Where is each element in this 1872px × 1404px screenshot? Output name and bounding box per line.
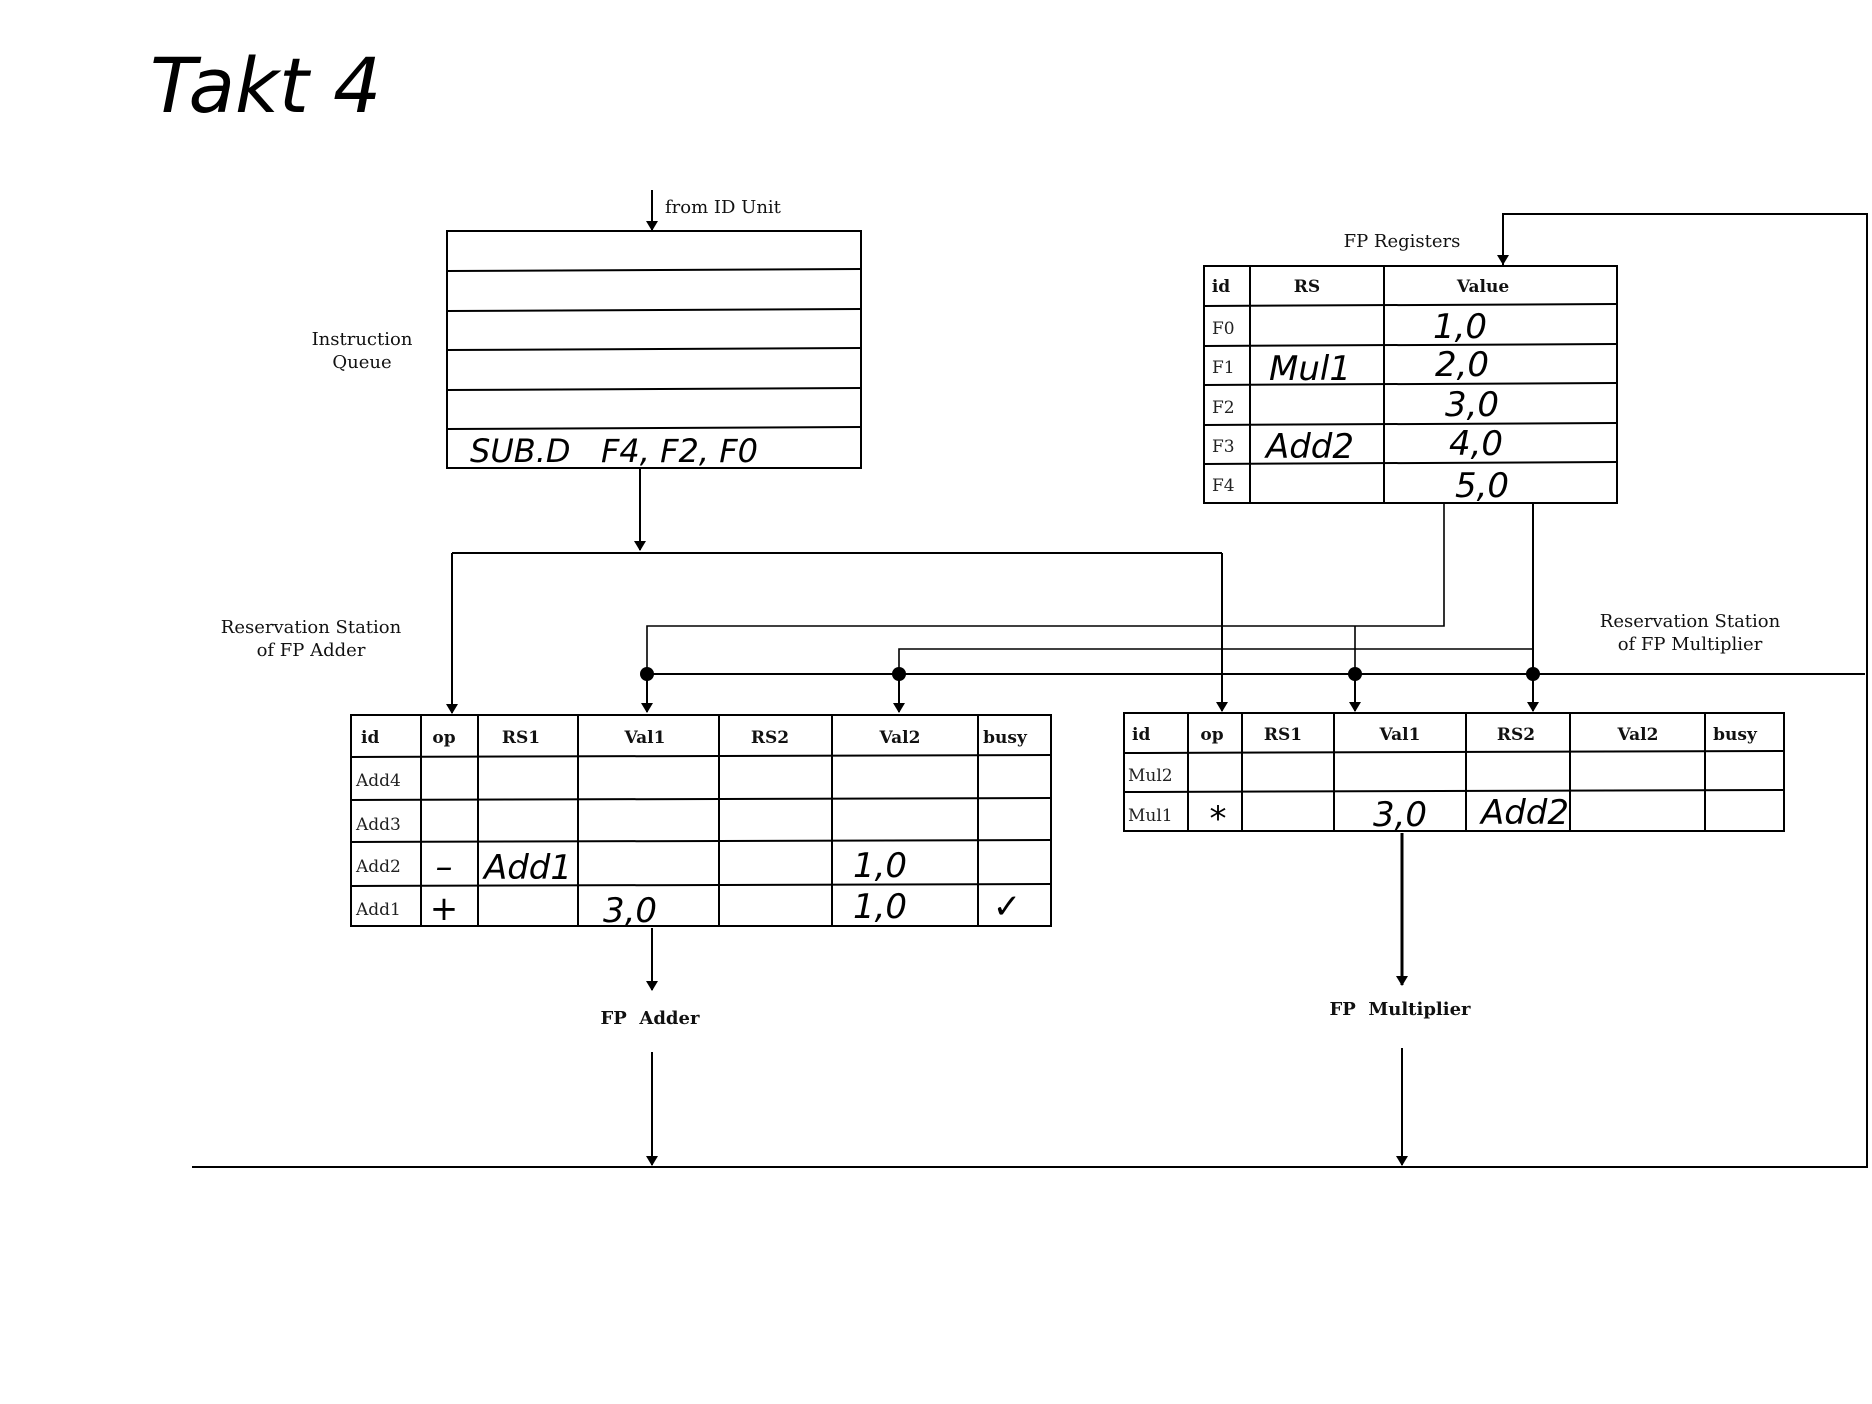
rs-adder-op: – — [436, 847, 453, 887]
rs-mult-val1: 3,0 — [1373, 795, 1427, 835]
rs-mult-header-id: id — [1132, 725, 1150, 745]
register-bus-1 — [646, 503, 1445, 674]
queue-label-line2: Queue — [332, 352, 391, 373]
fp-reg-header-id: id — [1212, 277, 1230, 297]
rs-mult-header-val2: Val2 — [1617, 725, 1659, 745]
rs-mult-label-line1: Reservation Station — [1600, 611, 1781, 632]
rs-adder-table — [350, 714, 1052, 927]
rs-mult-header-op: op — [1200, 725, 1223, 745]
rs-adder-header-val1: Val1 — [624, 728, 666, 748]
rs-multiplier: Reservation Station of FP Multiplier id … — [1123, 611, 1785, 839]
rs-adder-header-id: id — [361, 728, 379, 748]
fp-reg-id: F1 — [1212, 358, 1235, 378]
fp-reg-id: F2 — [1212, 398, 1235, 418]
rs-adder-row-id: Add1 — [355, 900, 401, 920]
fp-registers-label: FP Registers — [1344, 231, 1461, 252]
fp-reg-rs: Add2 — [1264, 427, 1354, 467]
connections — [192, 213, 1868, 1168]
fp-reg-id: F3 — [1212, 437, 1235, 457]
queue-entry: SUB.D F4, F2, F0 — [470, 432, 758, 470]
fp-reg-header-rs: RS — [1294, 277, 1320, 297]
rs-adder-label-line1: Reservation Station — [221, 617, 402, 638]
rs-adder-header-rs2: RS2 — [751, 728, 789, 748]
queue-input-label: from ID Unit — [665, 197, 782, 218]
fp-reg-rs: Mul1 — [1269, 349, 1351, 389]
rs-mult-row-id: Mul2 — [1128, 766, 1173, 786]
rs-mult-header-rs1: RS1 — [1264, 725, 1302, 745]
fp-reg-value: 4,0 — [1449, 424, 1503, 464]
rs-adder-label-line2: of FP Adder — [257, 640, 366, 661]
rs-adder-header-rs1: RS1 — [502, 728, 540, 748]
fp-reg-header-value: Value — [1456, 277, 1509, 297]
rs-adder-row-id: Add2 — [355, 857, 401, 877]
rs-mult-row-id: Mul1 — [1128, 806, 1173, 826]
fp-reg-value: 1,0 — [1433, 307, 1487, 347]
rs-mult-op: * — [1210, 799, 1227, 839]
rs-adder-row-id: Add3 — [355, 815, 401, 835]
rs-adder: Reservation Station of FP Adder id op RS… — [221, 617, 1052, 931]
rs-adder-val2: 1,0 — [853, 846, 907, 886]
fp-reg-value: 2,0 — [1435, 345, 1489, 385]
common-data-bus — [192, 213, 1868, 1168]
fp-registers: FP Registers id RS Value F0 F1 F2 F3 F4 … — [1203, 231, 1618, 506]
rs-mult-rs2: Add2 — [1479, 793, 1569, 833]
fp-reg-id: F4 — [1212, 476, 1235, 496]
queue-label-line1: Instruction — [312, 329, 413, 350]
rs-adder-header-val2: Val2 — [879, 728, 921, 748]
fp-reg-value: 5,0 — [1455, 466, 1509, 506]
rs-adder-val1: 3,0 — [603, 891, 657, 931]
fp-reg-id: F0 — [1212, 319, 1235, 339]
rs-adder-header-busy: busy — [983, 728, 1028, 748]
bus-junctions — [640, 667, 1540, 681]
rs-mult-label-line2: of FP Multiplier — [1618, 634, 1763, 655]
rs-mult-header-rs2: RS2 — [1497, 725, 1535, 745]
rs-adder-header-op: op — [432, 728, 455, 748]
page-title: Takt 4 — [150, 41, 381, 130]
fp-reg-value: 3,0 — [1445, 385, 1499, 425]
rs-mult-header-val1: Val1 — [1379, 725, 1421, 745]
rs-adder-row-id: Add4 — [355, 771, 401, 791]
rs-adder-op: + — [430, 889, 459, 929]
rs-adder-rs1: Add1 — [482, 848, 572, 888]
fp-multiplier-unit: FP Multiplier — [1329, 999, 1471, 1020]
rs-adder-val2: 1,0 — [853, 887, 907, 927]
rs-adder-busy: ✓ — [993, 887, 1022, 927]
instruction-queue: from ID Unit Instruction Queue SUB.D F4,… — [312, 190, 862, 470]
rs-mult-table — [1123, 712, 1785, 832]
fp-adder-unit: FP Adder — [601, 1008, 700, 1029]
rs-mult-header-busy: busy — [1713, 725, 1758, 745]
